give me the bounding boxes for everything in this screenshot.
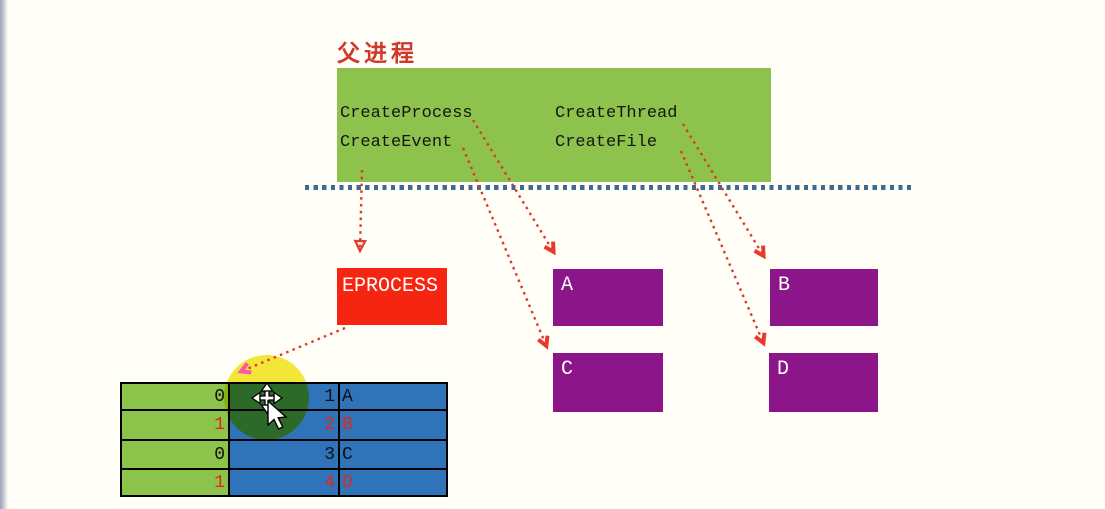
object-box-d[interactable]: D	[769, 353, 878, 412]
object-box-a-label: A	[561, 274, 574, 297]
object-box-c[interactable]: C	[553, 353, 663, 412]
cursor-highlight-circle	[224, 355, 309, 440]
table-cell-flag: 0	[122, 384, 228, 409]
table-cell-object: D	[340, 470, 446, 495]
api-createprocess: CreateProcess	[340, 104, 473, 123]
object-box-b-label: B	[778, 274, 791, 297]
table-cell-object: C	[340, 441, 446, 468]
table-cell-flag: 0	[122, 441, 228, 468]
api-createthread: CreateThread	[555, 104, 678, 123]
table-cell-index: 3	[230, 441, 338, 468]
parent-process-label: 父进程	[337, 42, 418, 68]
user-kernel-divider-dotted-line	[305, 185, 912, 190]
object-box-b[interactable]: B	[770, 269, 878, 326]
api-createevent: CreateEvent	[340, 133, 453, 152]
eprocess-box[interactable]: EPROCESS	[337, 268, 447, 325]
parent-process-box[interactable]: CreateProcess CreateThread CreateEvent C…	[337, 68, 771, 182]
table-cell-object: A	[340, 384, 446, 409]
object-box-d-label: D	[777, 358, 790, 381]
object-box-c-label: C	[561, 358, 574, 381]
object-box-a[interactable]: A	[553, 269, 663, 326]
arrow-createprocess-to-eprocess	[353, 169, 368, 254]
table-cell-object: B	[340, 411, 446, 439]
window-left-edge	[0, 0, 8, 509]
table-cell-flag: 1	[122, 470, 228, 495]
eprocess-label: EPROCESS	[342, 275, 439, 298]
api-createfile: CreateFile	[555, 133, 658, 152]
table-cell-index: 4	[230, 470, 338, 495]
table-cell-flag: 1	[122, 411, 228, 439]
